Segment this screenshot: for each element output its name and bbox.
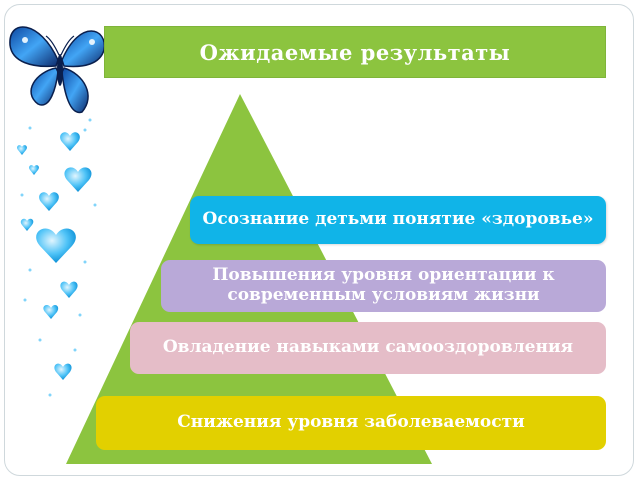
sparkles: [20, 118, 97, 397]
pyramid-level-1: Осознание детьми понятие «здоровье»: [190, 196, 606, 244]
pyramid-level-4-label: Снижения уровня заболеваемости: [177, 412, 525, 433]
pyramid-level-3-label: Овладение навыками самооздоровления: [162, 337, 574, 358]
slide-frame: [4, 4, 634, 476]
decoration: [9, 26, 106, 397]
pyramid-level-4: Снижения уровня заболеваемости: [96, 396, 606, 450]
pyramid-level-2: Повышения уровня ориентации к современны…: [161, 260, 606, 312]
pyramid-level-3: Овладение навыками самооздоровления: [130, 322, 606, 374]
butterfly-icon: [9, 26, 106, 113]
pyramid-level-2-label: Повышения уровня ориентации к современны…: [212, 265, 555, 305]
heart-icons: [17, 132, 92, 380]
pyramid-level-1-label: Осознание детьми понятие «здоровье»: [202, 209, 594, 230]
page-title: Ожидаемые результаты: [104, 26, 606, 78]
